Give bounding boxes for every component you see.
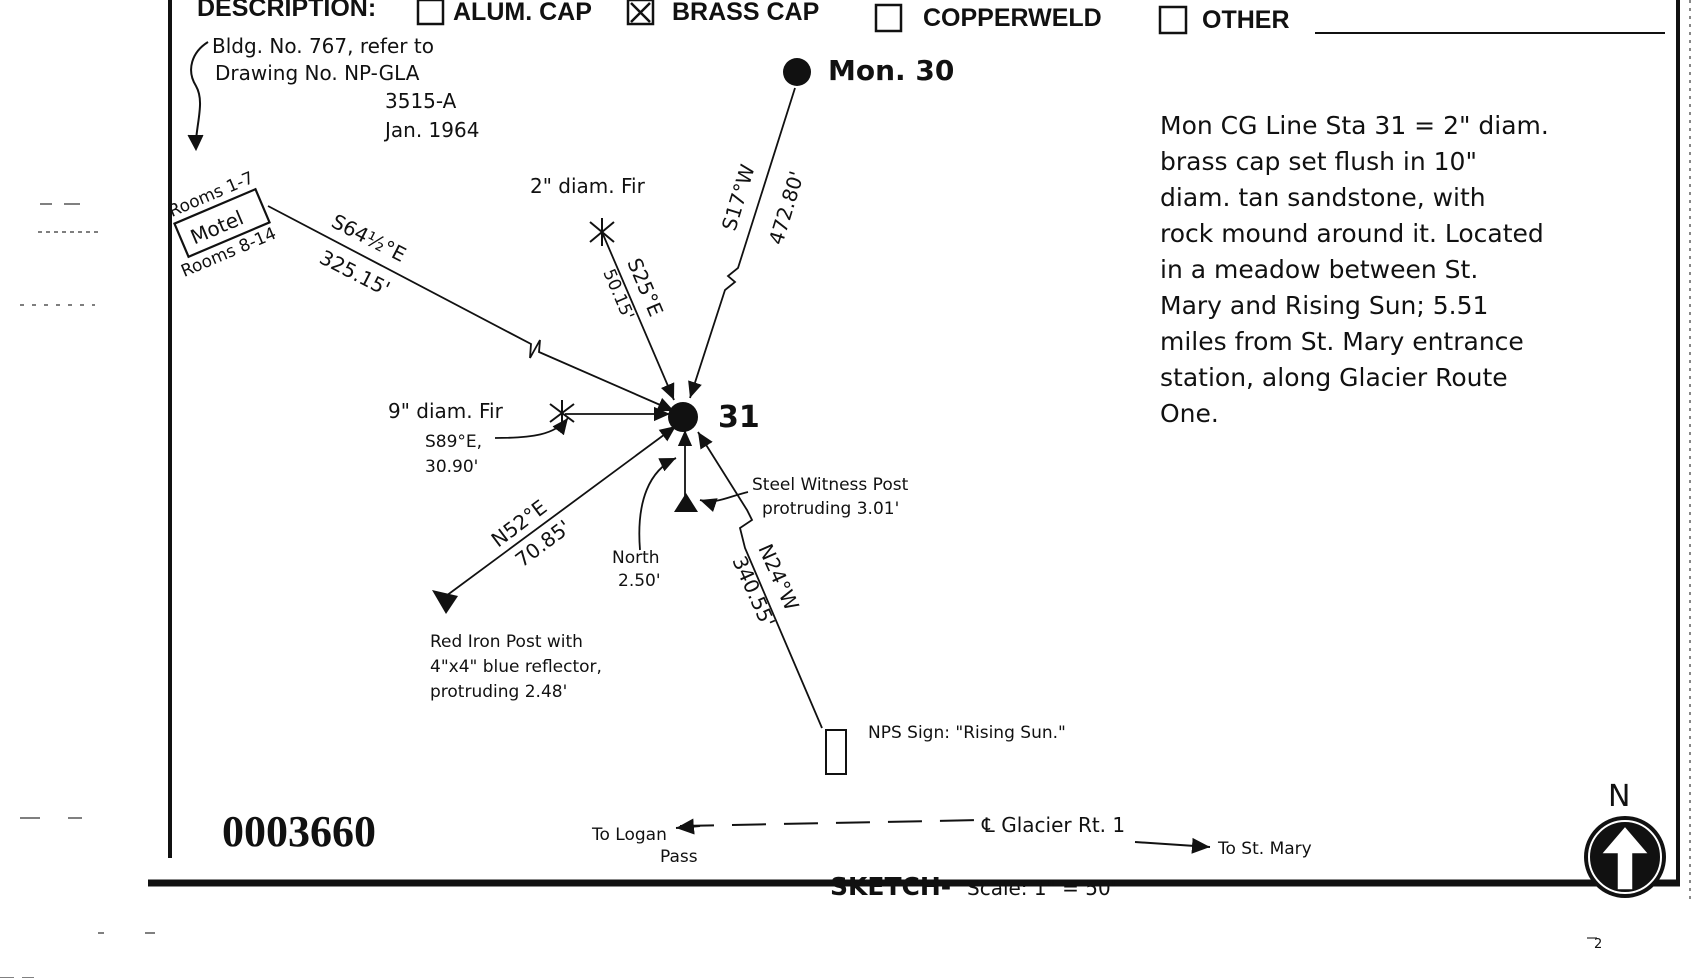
page-mark: 2 bbox=[1594, 937, 1602, 952]
note-line: brass cap set flush in 10" bbox=[1160, 147, 1477, 176]
red-post-label: protruding 2.48' bbox=[430, 682, 567, 702]
nps-sign-label: NPS Sign: "Rising Sun." bbox=[868, 723, 1066, 743]
description-label: DESCRIPTION: bbox=[197, 0, 376, 22]
north-offset-label: North bbox=[612, 548, 660, 568]
sheet-frame bbox=[148, 0, 1691, 900]
pointer-squiggle bbox=[190, 41, 209, 141]
to-st-mary-label: To St. Mary bbox=[1217, 839, 1312, 859]
option-other: OTHER bbox=[1202, 6, 1290, 34]
building-note-line: 3515-A bbox=[385, 89, 457, 113]
witness-post-icon bbox=[674, 493, 698, 512]
route-centerline-label: ℄ Glacier Rt. 1 bbox=[981, 813, 1125, 837]
fir-9-icon bbox=[549, 400, 575, 426]
north-arrow: N bbox=[1584, 779, 1666, 898]
fir-9-label: 9" diam. Fir bbox=[388, 399, 504, 423]
note-line: Mary and Rising Sun; 5.51 bbox=[1160, 291, 1489, 320]
north-offset-distance: 2.50' bbox=[618, 571, 661, 591]
note-line: in a meadow between St. bbox=[1160, 255, 1479, 284]
survey-lines bbox=[267, 87, 823, 729]
scan-marks bbox=[0, 203, 1597, 978]
note-line: Mon CG Line Sta 31 = 2" diam. bbox=[1160, 111, 1549, 140]
fir-2-icon bbox=[589, 218, 615, 246]
fir-2-label: 2" diam. Fir bbox=[530, 174, 646, 198]
note-line: One. bbox=[1160, 399, 1219, 428]
option-copperweld: COPPERWELD bbox=[923, 4, 1102, 32]
station-31-marker bbox=[668, 402, 698, 432]
checkbox-copperweld[interactable] bbox=[874, 3, 903, 33]
pointer-witness-post bbox=[699, 491, 749, 512]
description-row: DESCRIPTION: ALUM. CAP BRASS CAP COPPERW… bbox=[197, 0, 1665, 35]
motel-building bbox=[173, 187, 271, 259]
checkbox-other[interactable] bbox=[1158, 5, 1188, 35]
line-fir2-to-31 bbox=[601, 231, 675, 401]
pointer-fir9-bearing bbox=[494, 417, 569, 439]
sketch-scale: Scale: 1" = 50' bbox=[967, 876, 1116, 900]
red-post-label: 4"x4" blue reflector, bbox=[430, 657, 602, 677]
red-post-label: Red Iron Post with bbox=[430, 632, 583, 652]
building-note-line: Jan. 1964 bbox=[383, 118, 479, 142]
note-line: rock mound around it. Located bbox=[1160, 219, 1544, 248]
line-sign-to-31 bbox=[697, 431, 823, 729]
fir-9-bearing: S89°E, bbox=[425, 432, 482, 452]
note-line: station, along Glacier Route bbox=[1160, 363, 1508, 392]
line-motel-to-31 bbox=[267, 205, 675, 412]
station-31-label: 31 bbox=[718, 400, 760, 435]
building-note-line: Bldg. No. 767, refer to bbox=[212, 34, 434, 58]
line-mon30-to-31 bbox=[688, 87, 796, 399]
nps-sign-icon bbox=[825, 729, 847, 775]
route-centerline: ℄ Glacier Rt. 1 To Logan Pass To St. Mar… bbox=[591, 813, 1312, 867]
mon30-distance: 472.80' bbox=[764, 168, 809, 247]
document-number: 0003660 bbox=[222, 807, 376, 856]
checked-mark-icon bbox=[630, 2, 651, 23]
witness-post-label: protruding 3.01' bbox=[762, 499, 899, 519]
monument-30-label: Mon. 30 bbox=[828, 54, 954, 87]
checkbox-alum-cap[interactable] bbox=[416, 0, 445, 26]
fir-9-distance: 30.90' bbox=[425, 457, 478, 477]
motel: Motel Rooms 1-7 Rooms 8-14 bbox=[166, 168, 279, 282]
note-line: miles from St. Mary entrance bbox=[1160, 327, 1524, 356]
sketch-label: SKETCH- bbox=[830, 872, 951, 901]
to-logan-pass-label: Pass bbox=[660, 847, 698, 867]
note-line: diam. tan sandstone, with bbox=[1160, 183, 1486, 212]
option-brass-cap: BRASS CAP bbox=[672, 0, 819, 26]
monument-30-marker bbox=[783, 58, 811, 86]
to-logan-pass-label: To Logan bbox=[591, 825, 667, 845]
witness-post-label: Steel Witness Post bbox=[752, 475, 909, 495]
pointer-arrowhead-icon bbox=[187, 134, 204, 152]
pointer-north-offset bbox=[638, 457, 677, 551]
building-note: Bldg. No. 767, refer to Drawing No. NP-G… bbox=[187, 34, 479, 152]
building-note-line: Drawing No. NP-GLA bbox=[215, 61, 420, 85]
red-iron-post-icon bbox=[432, 590, 458, 614]
north-label: N bbox=[1608, 779, 1630, 814]
checkbox-brass-cap[interactable] bbox=[626, 0, 655, 26]
monument-description-note: Mon CG Line Sta 31 = 2" diam. brass cap … bbox=[1160, 108, 1650, 432]
line-iron-post-to-31 bbox=[445, 425, 677, 597]
option-alum-cap: ALUM. CAP bbox=[453, 0, 592, 26]
